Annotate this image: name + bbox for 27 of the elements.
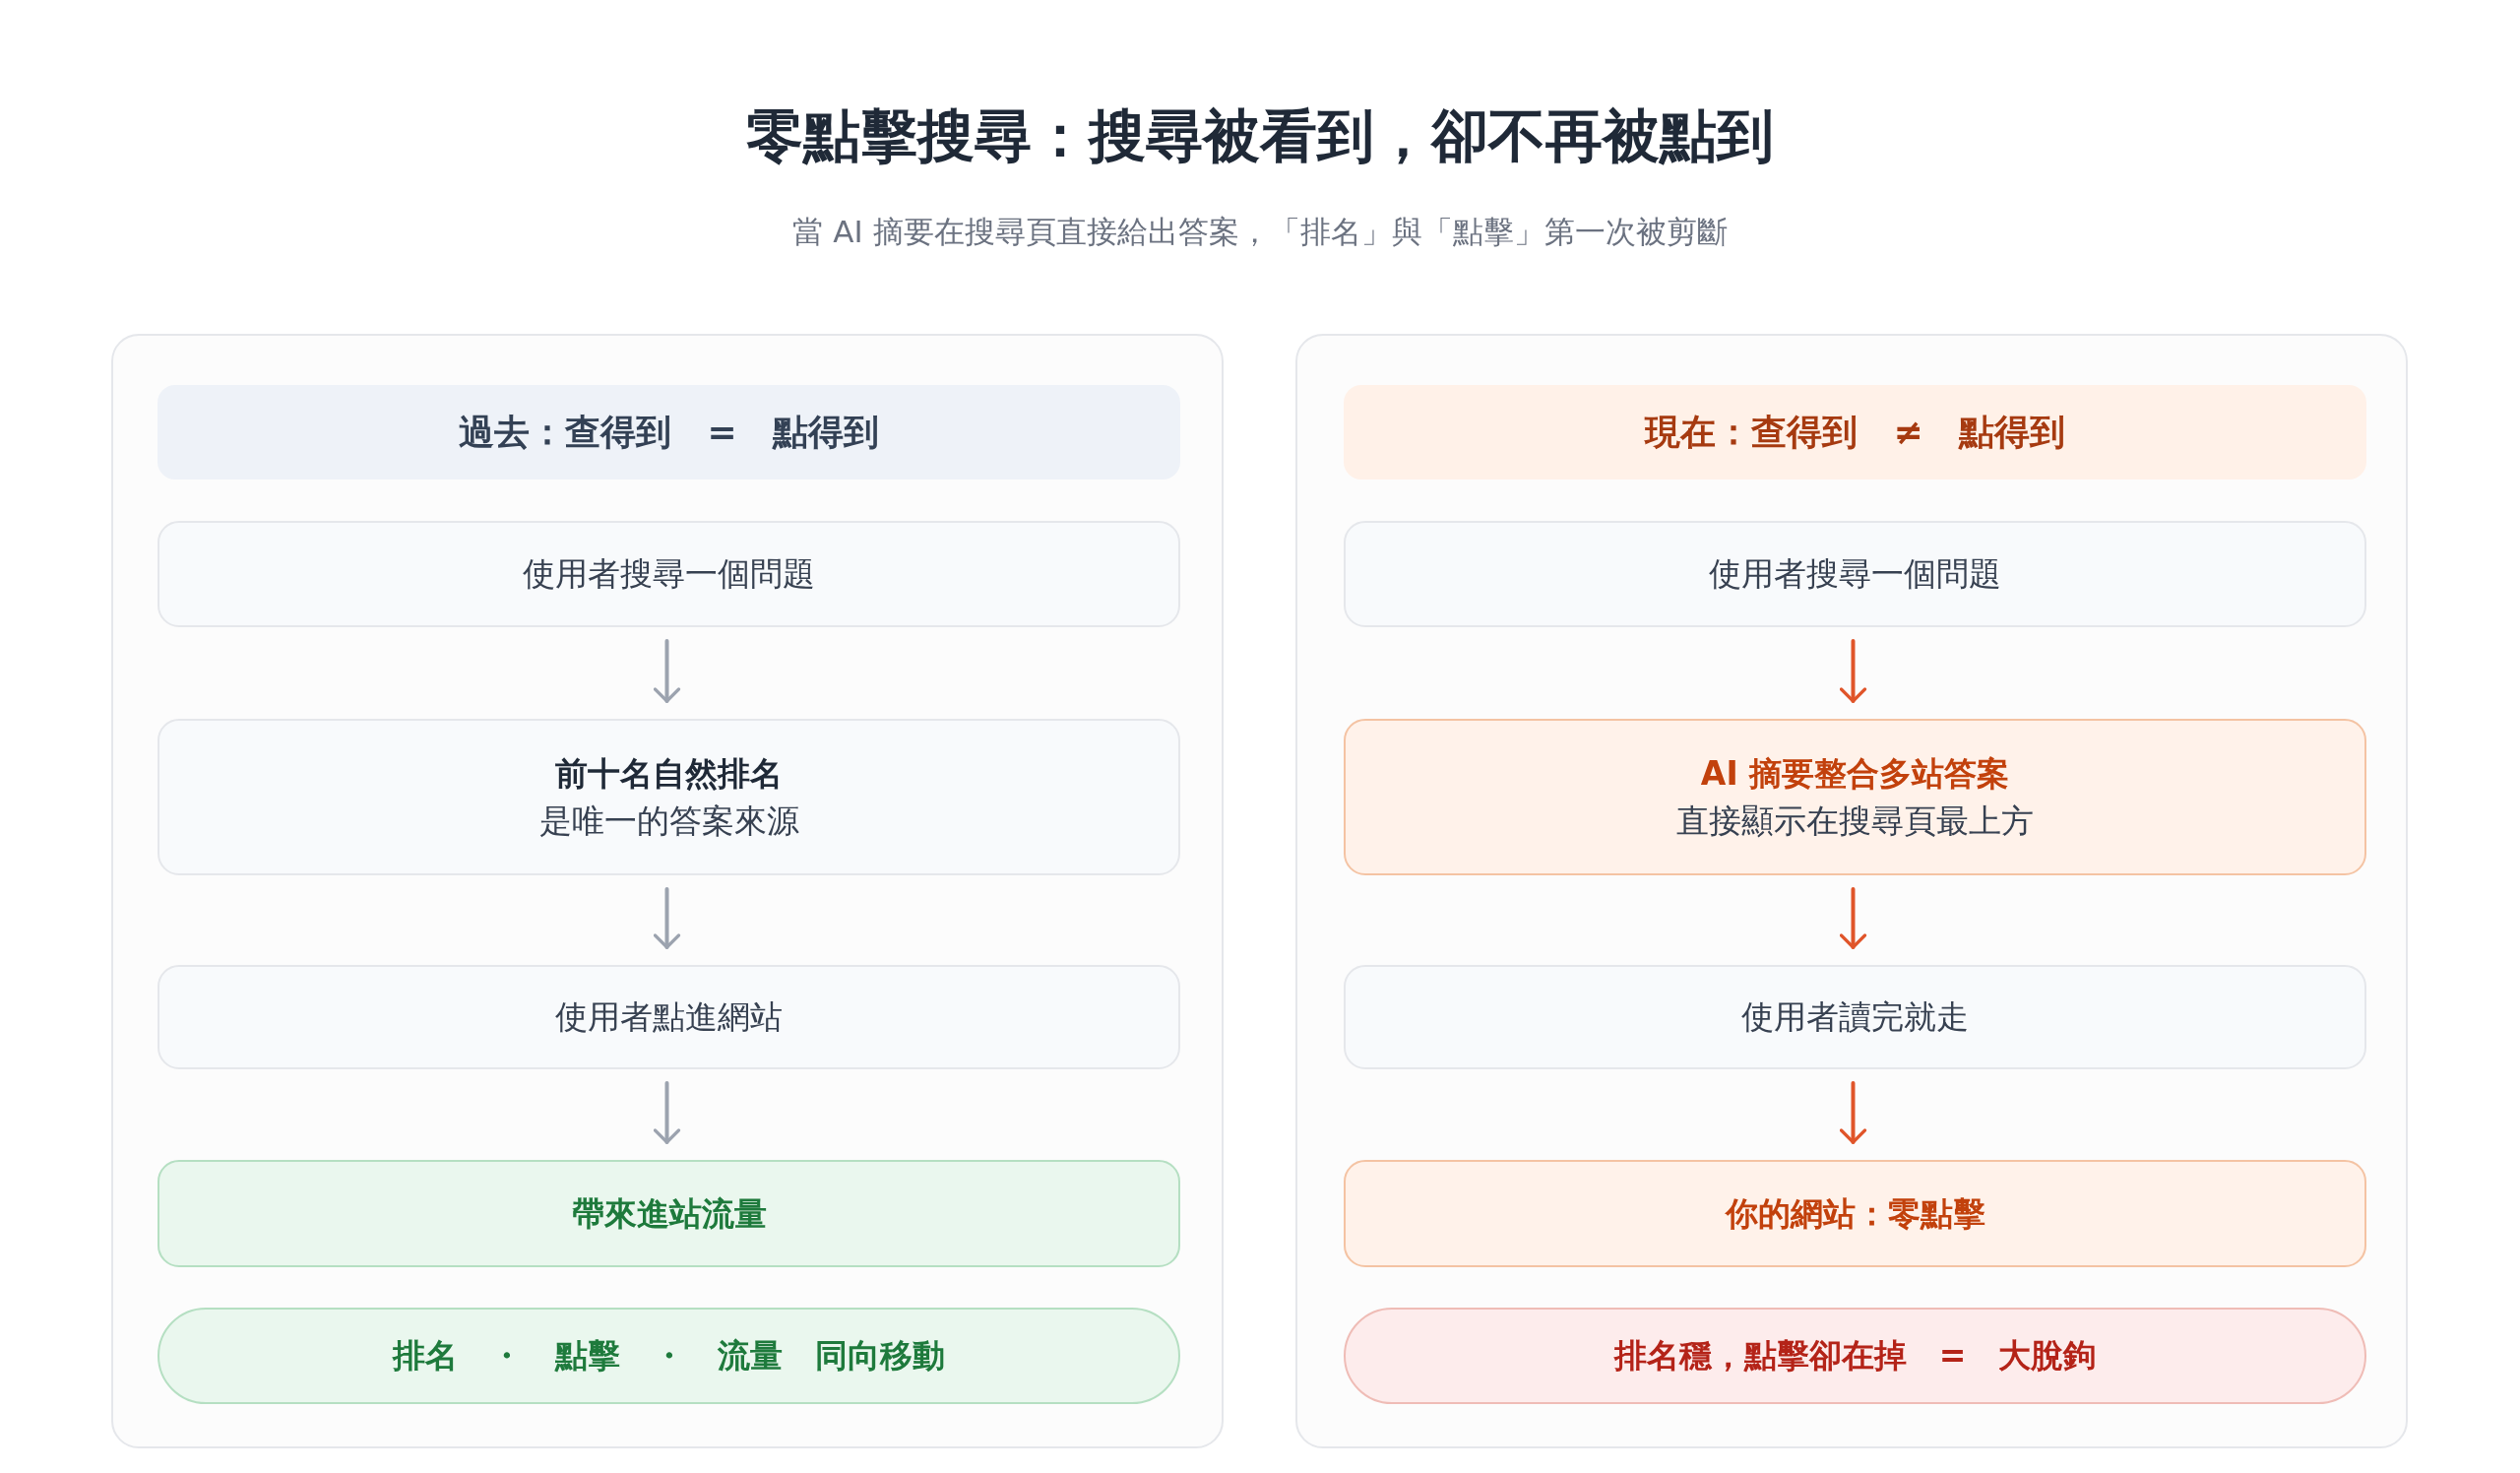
box-text: 使用者搜尋一個問題	[1709, 553, 2001, 596]
box-text: 排名 ・ 點擊 ・ 流量 同向移動	[393, 1335, 945, 1377]
subtitle: 當 AI 摘要在搜尋頁直接給出答案，「排名」與「點擊」第一次被剪斷	[792, 213, 1728, 251]
result-box	[1344, 1160, 2366, 1267]
box-text: 直接顯示在搜尋頁最上方	[1676, 800, 2034, 842]
box-text: 是唯一的答案來源	[538, 800, 799, 842]
box-text: 帶來進站流量	[571, 1192, 767, 1235]
arrow	[653, 887, 681, 949]
box-text: 你的網站：零點擊	[1725, 1192, 1985, 1235]
panel-card	[111, 334, 1224, 1448]
box-text: 現在：查得到 ≠ 點得到	[1645, 410, 2065, 454]
box-text: 使用者讀完就走	[1741, 996, 1969, 1039]
box-heading: AI 摘要整合多站答案	[1700, 752, 2010, 795]
box-text: 排名穩，點擊卻在掉 = 大脫鉤	[1613, 1335, 2097, 1377]
box-heading: 前十名自然排名	[555, 752, 783, 795]
box-text: 使用者點進網站	[555, 996, 783, 1039]
title: 零點擊搜尋：搜尋被看到，卻不再被點到	[746, 101, 1774, 171]
arrow	[1839, 639, 1867, 703]
box-text: 使用者搜尋一個問題	[523, 553, 815, 596]
arrow	[1839, 1081, 1867, 1144]
result-box	[158, 1160, 1180, 1267]
panel-card	[1295, 334, 2408, 1448]
box-text: 過去：查得到 = 點得到	[459, 410, 879, 454]
highlight-box	[1344, 719, 2366, 875]
arrow	[653, 1081, 681, 1144]
arrow	[653, 639, 681, 703]
arrow	[1839, 887, 1867, 949]
